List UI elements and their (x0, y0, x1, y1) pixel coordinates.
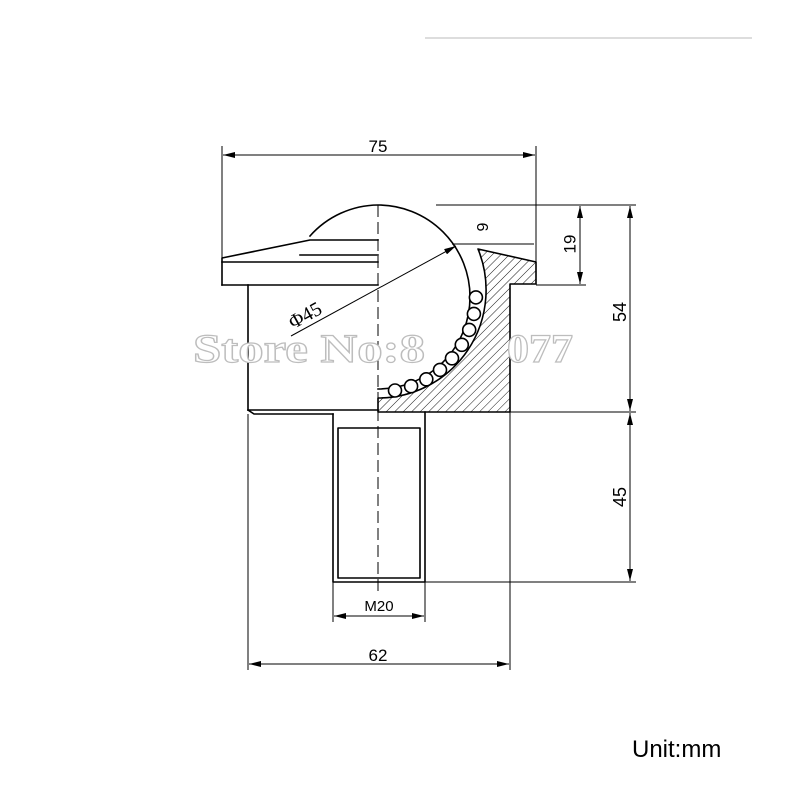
watermark-left-text: Store No:8 (193, 326, 425, 371)
label-62: 62 (369, 646, 388, 665)
support-ball (432, 362, 448, 378)
label-75: 75 (369, 137, 388, 156)
dimension-lines (221, 146, 636, 670)
part-outline (221, 204, 537, 592)
unit-note: Unit:mm (632, 736, 721, 763)
flange-left-outline (221, 239, 379, 286)
label-54: 54 (610, 302, 630, 322)
support-ball (461, 322, 477, 338)
label-9: 9 (475, 222, 492, 231)
support-ball (466, 306, 482, 322)
support-ball (387, 383, 403, 398)
label-19: 19 (560, 235, 579, 254)
support-ball (468, 290, 484, 305)
body-bottom-edge (246, 408, 379, 415)
stem-thread-inner-line (337, 427, 421, 579)
dimension-labels: 75 9 19 54 Φ45 45 M20 62 (285, 137, 630, 665)
support-ball (403, 378, 419, 394)
section-hatched-housing (377, 248, 537, 413)
label-45: 45 (610, 487, 630, 507)
support-ball (418, 371, 434, 387)
support-ball (444, 350, 460, 366)
leader-line-ball-diameter (290, 245, 457, 337)
watermark: Store No:8 077 (192, 325, 573, 371)
stem-outline (332, 411, 426, 583)
support-balls (387, 290, 484, 398)
label-m20: M20 (364, 598, 393, 615)
support-ball (454, 337, 470, 353)
watermark-right-text: 077 (507, 326, 573, 371)
